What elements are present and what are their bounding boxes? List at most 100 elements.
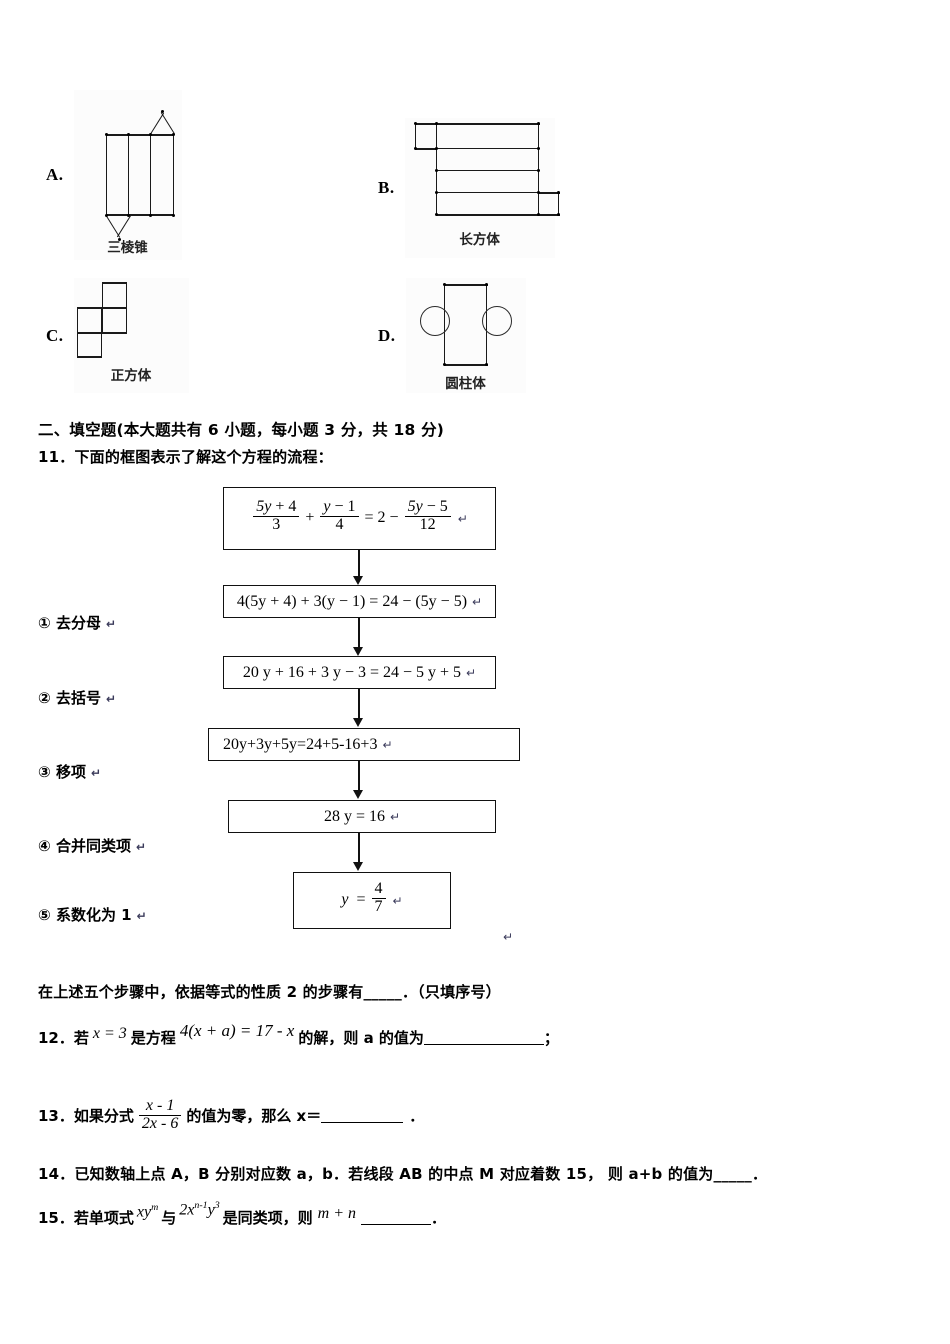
flow-step-3-marker: ③ [38,763,51,781]
option-a-label: A. [46,165,64,184]
flow-step-4-label: 合并同类项 [55,837,131,855]
flow-box-3-text: 20 y + 16 + 3 y − 3 = 24 − 5 y + 5 [242,663,462,681]
multiple-choice-options: A. [0,78,950,403]
flow-step-2-label: 去括号 [55,689,101,707]
question-15-number: 15． [38,1209,74,1227]
flow-step-3-label: 移项 [55,763,86,781]
flow-step-5-label: 系数化为 1 [55,906,132,924]
flow-arrowhead-4 [353,790,363,799]
question-11-stem: 11．下面的框图表示了解这个方程的流程： [38,448,333,466]
question-13-trailing: ． [409,1106,425,1125]
question-12-given: x = 3 [92,1024,127,1042]
flow-step-5-marker: ⑤ [38,906,51,924]
option-a[interactable]: A. [46,90,182,260]
question-14: 14．已知数轴上点 A，B 分别对应数 a，b．若线段 AB 的中点 M 对应着… [38,1165,768,1183]
question-11-followup: 在上述五个步骤中，依据等式的性质 2 的步骤有_____．（只填序号） [38,983,501,1001]
flow-step-1-pilcrow: ↵ [105,617,117,631]
flow-arrowhead-1 [353,576,363,585]
flow-step-3-pilcrow: ↵ [90,766,102,780]
question-12-equation: 4(x + a) = 17 - x [179,1020,295,1040]
question-15-mono1-exponent: m [151,1201,159,1213]
flow-step-1: ① 去分母 ↵ [38,612,116,633]
question-15-trailing: ． [431,1209,447,1227]
flow-arrow-5 [358,833,360,865]
section-heading: 二、填空题(本大题共有 6 小题，每小题 3 分，共 18 分) [38,421,445,439]
flow-step-5-pilcrow: ↵ [136,909,147,923]
question-15-mid: 与 [161,1209,177,1227]
question-15-mono2-exponent-1: n-1 [194,1199,208,1211]
flow-box-5-text: 28 y = 16 [323,807,385,825]
flow-box-4-text: 20y+3y+5y=24+5-16+3 [223,735,378,753]
question-12-answer-blank[interactable] [423,1030,544,1046]
question-15-mono2-lead: 2x [179,1201,195,1219]
flow-step-1-label: 去分母 [55,614,101,632]
option-d[interactable]: D. 圆柱体 [378,278,526,393]
trailing-pilcrow: ↵ [503,930,514,944]
flow-box-2-text: 4(5y + 4) + 3(y − 1) = 24 − (5y − 5) [236,592,468,610]
question-13-frac-numerator: x - 1 [145,1097,175,1114]
option-b-figure: 长方体 [404,118,560,258]
flow-box-4-pilcrow: ↵ [382,737,393,752]
option-c[interactable]: C. 正方体 [46,278,189,393]
option-a-figure: 三棱锥 [73,90,182,260]
option-d-caption: 圆柱体 [445,376,486,392]
question-15-answer-blank[interactable] [361,1210,432,1226]
question-15-after: 是同类项，则 [222,1209,313,1227]
flow-box-5: 28 y = 16 ↵ [228,800,496,833]
flow-arrow-3 [358,689,360,721]
option-b-label: B. [378,178,395,197]
question-13-answer-blank[interactable] [321,1108,404,1124]
question-13: 13． 如果分式 x - 1 2x - 6 的值为零，那么 x＝ ． [38,1097,425,1133]
question-15-mono1-base: xy [136,1203,152,1221]
question-12-mid: 是方程 [130,1029,176,1047]
question-15: 15． 若单项式 xym 与 2xn-1y3 是同类项，则 m + n ． [38,1200,447,1228]
flow-step-1-marker: ① [38,614,51,632]
question-12-trailing: ； [543,1029,559,1047]
option-c-figure: 正方体 [73,278,189,393]
question-12: 12． 若 x = 3 是方程 4(x + a) = 17 - x 的解，则 a… [38,1021,559,1048]
flow-box-1-pilcrow: ↵ [457,511,468,526]
question-13-fraction: x - 1 2x - 6 [138,1097,182,1133]
flow-box-2: 4(5y + 4) + 3(y − 1) = 24 − (5y − 5) ↵ [223,585,496,618]
question-15-before: 若单项式 [73,1209,134,1227]
flow-arrow-1 [358,550,360,579]
question-15-monomial-1: xym [137,1202,158,1221]
flow-box-3-pilcrow: ↵ [466,665,477,680]
flow-step-2: ② 去括号 ↵ [38,687,116,708]
question-12-before: 若 [73,1029,89,1047]
question-13-frac-denominator: 2x - 6 [141,1114,179,1132]
flow-step-5: ⑤ 系数化为 1 ↵ [38,904,147,925]
question-15-mono2-exponent-2: 3 [214,1199,220,1211]
flow-arrow-2 [358,618,360,650]
flow-arrowhead-5 [353,862,363,871]
flow-step-2-marker: ② [38,689,51,707]
question-15-monomial-2: 2xn-1y3 [179,1200,219,1219]
flow-box-3: 20 y + 16 + 3 y − 3 = 24 − 5 y + 5 ↵ [223,656,496,689]
option-d-figure: 圆柱体 [405,278,526,393]
option-c-label: C. [46,325,64,345]
flow-step-2-pilcrow: ↵ [105,692,117,706]
flow-arrow-4 [358,761,360,793]
option-b-caption: 长方体 [459,232,500,248]
flow-arrowhead-3 [353,718,363,727]
question-13-after: 的值为零，那么 x＝ [186,1106,322,1125]
flow-arrowhead-2 [353,647,363,656]
option-a-caption: 三棱锥 [107,240,148,256]
option-c-caption: 正方体 [110,368,152,384]
question-12-after: 的解，则 a 的值为 [298,1029,424,1047]
question-12-number: 12． [38,1029,74,1047]
option-d-label: D. [378,325,396,345]
flow-step-4: ④ 合并同类项↵ [38,835,146,856]
question-13-number: 13． [38,1106,74,1125]
flow-box-5-pilcrow: ↵ [389,809,401,824]
flow-box-2-pilcrow: ↵ [472,594,483,609]
question-15-expression: m + n [317,1204,357,1222]
option-b[interactable]: B. [378,118,560,258]
question-13-before: 如果分式 [73,1106,134,1125]
